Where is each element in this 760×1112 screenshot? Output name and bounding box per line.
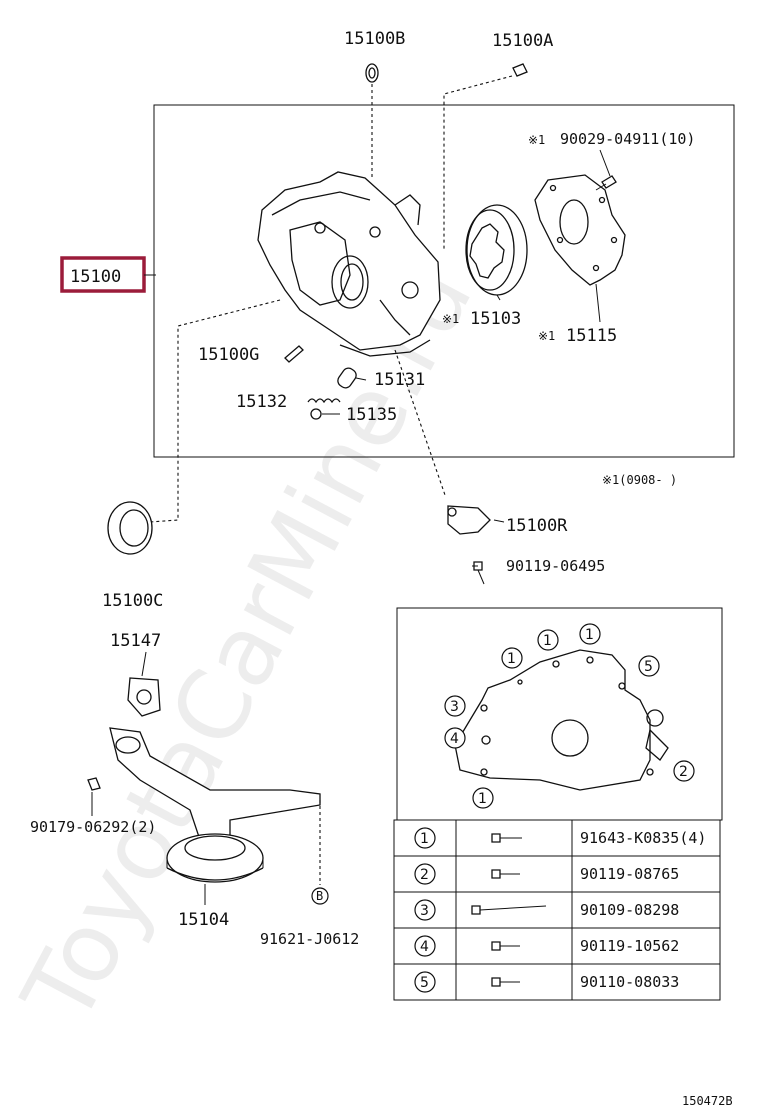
label-91621-J0612[interactable]: 91621-J0612 [260, 930, 359, 948]
inset-marker-1c: 1 [579, 623, 601, 645]
label-15103[interactable]: 15103 [470, 309, 521, 329]
ref-marker-B [311, 887, 329, 905]
label-90179-06292[interactable]: 90179-06292(2) [30, 818, 156, 836]
bolt-part-number: 90110-08033 [580, 973, 679, 991]
note-mark-15103: ※1 [442, 312, 459, 326]
label-15100B[interactable]: 15100B [344, 29, 405, 49]
svg-text:1: 1 [507, 651, 516, 667]
svg-text:1: 1 [478, 791, 487, 807]
assembly-frame [153, 104, 735, 458]
label-15132[interactable]: 15132 [236, 392, 287, 412]
note-mark-90029: ※1 [528, 133, 545, 147]
label-15100G[interactable]: 15100G [198, 345, 259, 365]
svg-text:1: 1 [420, 831, 429, 847]
inset-marker-3: 3 [444, 695, 466, 717]
diagram-id: 150472B [682, 1094, 733, 1108]
svg-text:1: 1 [543, 633, 552, 649]
oil-seal-15100C [107, 501, 153, 555]
svg-text:1: 1 [585, 627, 594, 643]
table-row: 4 90119-10562 [414, 935, 679, 957]
bolt-part-number: 90109-08298 [580, 901, 679, 919]
bolt-part-number: 90119-08765 [580, 865, 679, 883]
svg-text:4: 4 [420, 939, 429, 955]
bolt-part-number: 90119-10562 [580, 937, 679, 955]
label-15100[interactable]: 15100 [70, 267, 121, 287]
label-15115[interactable]: 15115 [566, 326, 617, 346]
label-90119-06495[interactable]: 90119-06495 [506, 557, 605, 575]
svg-text:3: 3 [450, 699, 459, 715]
table-row: 5 90110-08033 [414, 971, 679, 993]
pin-15100A [512, 63, 528, 77]
note-range: ※1(0908- ) [602, 473, 677, 487]
svg-text:5: 5 [644, 659, 653, 675]
table-row: 1 91643-K0835(4) [414, 827, 706, 849]
oil-strainer-15104 [109, 727, 321, 883]
oil-pump-body [257, 171, 441, 357]
gasket-15147 [127, 677, 161, 717]
pump-cover-15115 [534, 174, 626, 286]
label-15100A[interactable]: 15100A [492, 31, 553, 51]
relief-valve-15131 [337, 367, 357, 389]
svg-text:3: 3 [420, 903, 429, 919]
svg-text:5: 5 [420, 975, 429, 991]
table-row: 2 90119-08765 [414, 863, 679, 885]
svg-text:4: 4 [450, 731, 459, 747]
label-15100R[interactable]: 15100R [506, 516, 568, 536]
ref-marker-B-text: B [316, 889, 323, 903]
inset-marker-2: 2 [673, 760, 695, 782]
spring-15132 [307, 398, 341, 404]
bolt-part-number: 91643-K0835(4) [580, 829, 706, 847]
svg-text:2: 2 [420, 867, 429, 883]
inset-frame [396, 607, 723, 821]
inset-marker-1a: 1 [501, 647, 523, 669]
label-15100C[interactable]: 15100C [102, 591, 163, 611]
inset-marker-1b: 1 [537, 629, 559, 651]
plug-15135 [310, 408, 322, 420]
inset-cover-outline [454, 649, 669, 791]
inset-marker-5: 5 [638, 655, 660, 677]
label-15147[interactable]: 15147 [110, 631, 161, 651]
svg-text:2: 2 [679, 764, 688, 780]
o-ring-15100B [365, 63, 379, 83]
stud-15100G [284, 345, 304, 363]
note-mark-15115: ※1 [538, 329, 555, 343]
table-row: 3 90109-08298 [414, 899, 679, 921]
inset-marker-1d: 1 [472, 787, 494, 809]
watermark: ToyotaCarMine.ru [1, 248, 494, 1042]
label-15104[interactable]: 15104 [178, 910, 229, 930]
inset-marker-4: 4 [444, 727, 466, 749]
label-15135[interactable]: 15135 [346, 405, 397, 425]
sensor-15100R [447, 505, 491, 535]
label-15131[interactable]: 15131 [374, 370, 425, 390]
bolt-table: 1 91643-K0835(4) 2 90119-08765 3 90109-0… [393, 819, 721, 1001]
pump-rotor-15103 [465, 204, 528, 296]
label-90029-04911[interactable]: 90029-04911(10) [560, 130, 695, 148]
